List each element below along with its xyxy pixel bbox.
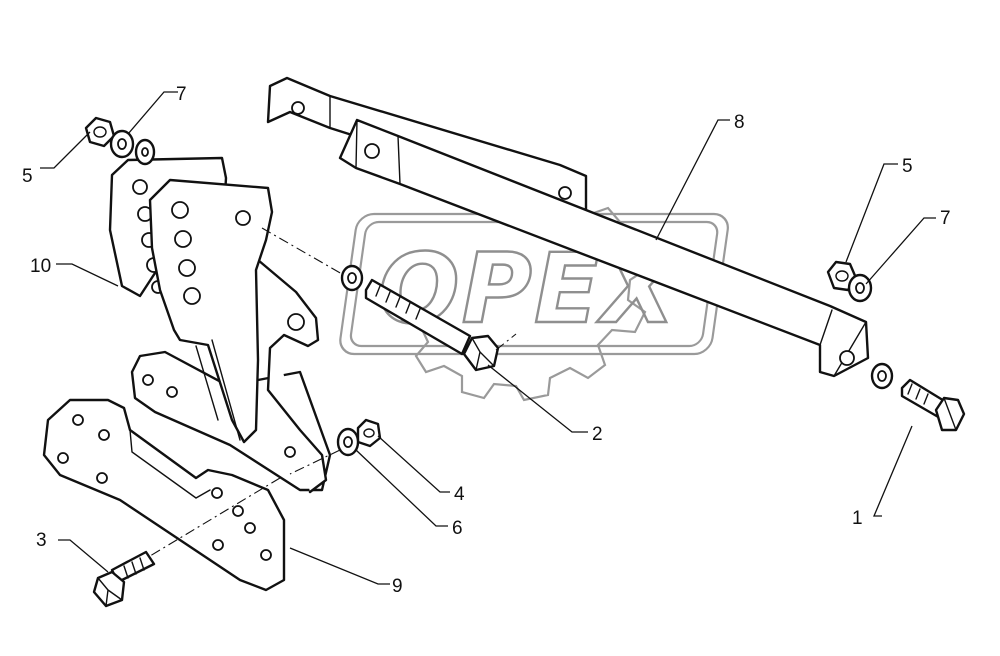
callout-6: 6: [452, 518, 463, 539]
part-3-bolt: [92, 550, 156, 608]
assembly-axes: [149, 227, 517, 557]
callout-5-right: 5: [902, 156, 913, 177]
callout-3: 3: [36, 530, 47, 551]
callout-7-left: 7: [176, 84, 187, 105]
part-4-6-nut-washer: [336, 418, 382, 457]
callout-9: 9: [392, 576, 403, 597]
part-2-long-bolt: [340, 264, 500, 372]
nut-washer-set-left: [84, 116, 156, 166]
part-1-short-bolt: [870, 362, 966, 432]
callout-7-right: 7: [940, 208, 951, 229]
part-9-plate: [42, 398, 286, 592]
callout-1: 1: [852, 508, 863, 529]
callout-labels: 1 2 3 4 5 5 6 7 7 8 9 10: [22, 84, 951, 597]
callout-10: 10: [30, 256, 51, 277]
callout-2: 2: [592, 424, 603, 445]
part-8-flat-bar: [266, 76, 870, 378]
nut-washer-set-right: [826, 260, 873, 303]
leader-lines: [40, 91, 936, 585]
part-10-bracket: [108, 156, 332, 494]
callout-5-left: 5: [22, 166, 33, 187]
callout-8: 8: [734, 112, 745, 133]
callout-4: 4: [454, 484, 465, 505]
